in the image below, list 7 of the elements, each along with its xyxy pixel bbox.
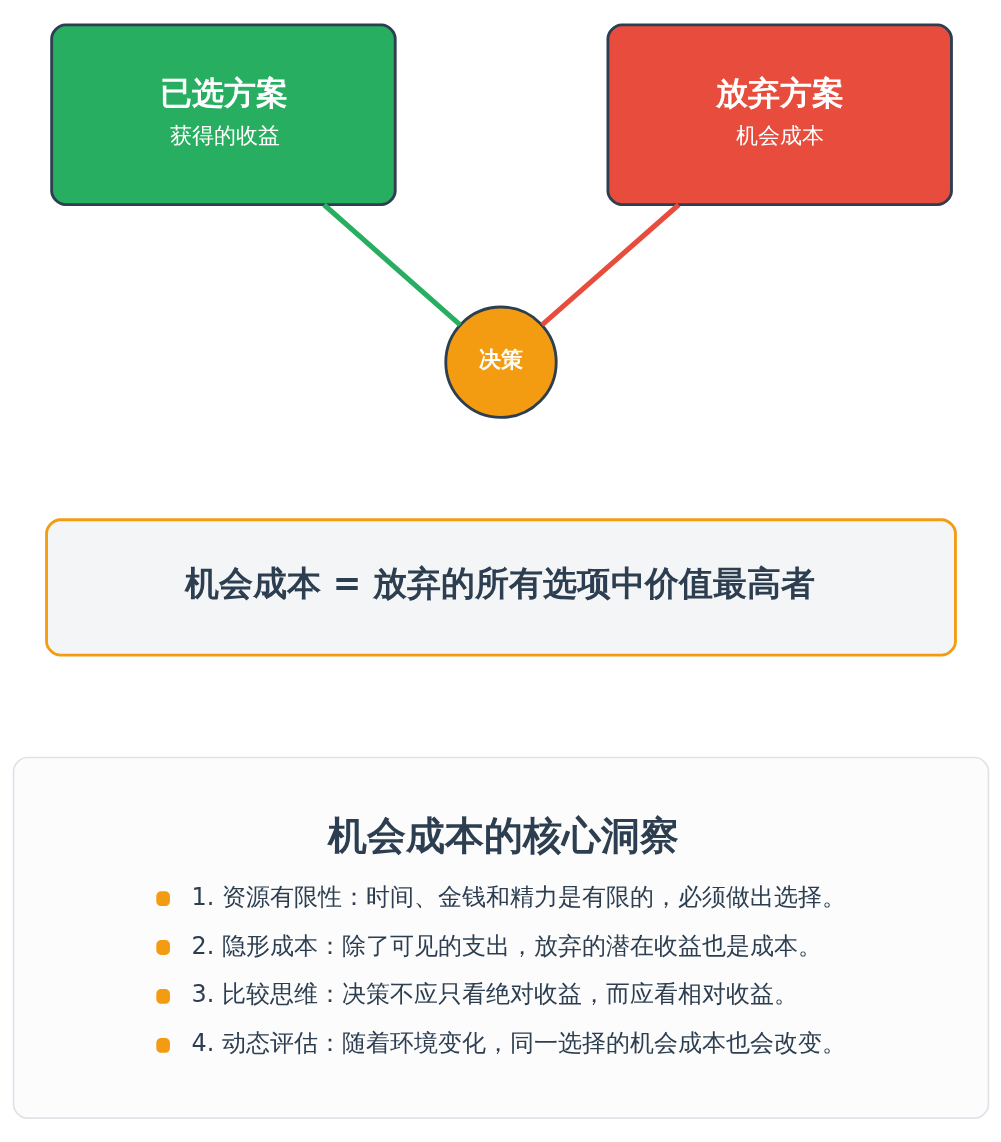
node-box: 机会成本 = 放弃的所有选项中价值最高者 bbox=[44, 517, 957, 657]
node-box: 放弃方案 机会成本 bbox=[606, 22, 953, 206]
connector bbox=[321, 202, 462, 327]
node-box: 机会成本的核心洞察 1. 资源有限性：时间、金钱和精力是有限的，必须做出选择。 2. 隐形成本：除了可见的支出，放弃的潜在收益也是成本。 3. 比较思维：决策不应只看绝对收益，而应看相对收益。 4. 动态评估：随着环境变化，同一选择的机会成本也会改变。 bbox=[12, 756, 989, 1119]
connector bbox=[539, 202, 680, 327]
node-box: 已选方案 获得的收益 bbox=[49, 22, 397, 206]
node-circle: 决策 bbox=[443, 305, 558, 419]
